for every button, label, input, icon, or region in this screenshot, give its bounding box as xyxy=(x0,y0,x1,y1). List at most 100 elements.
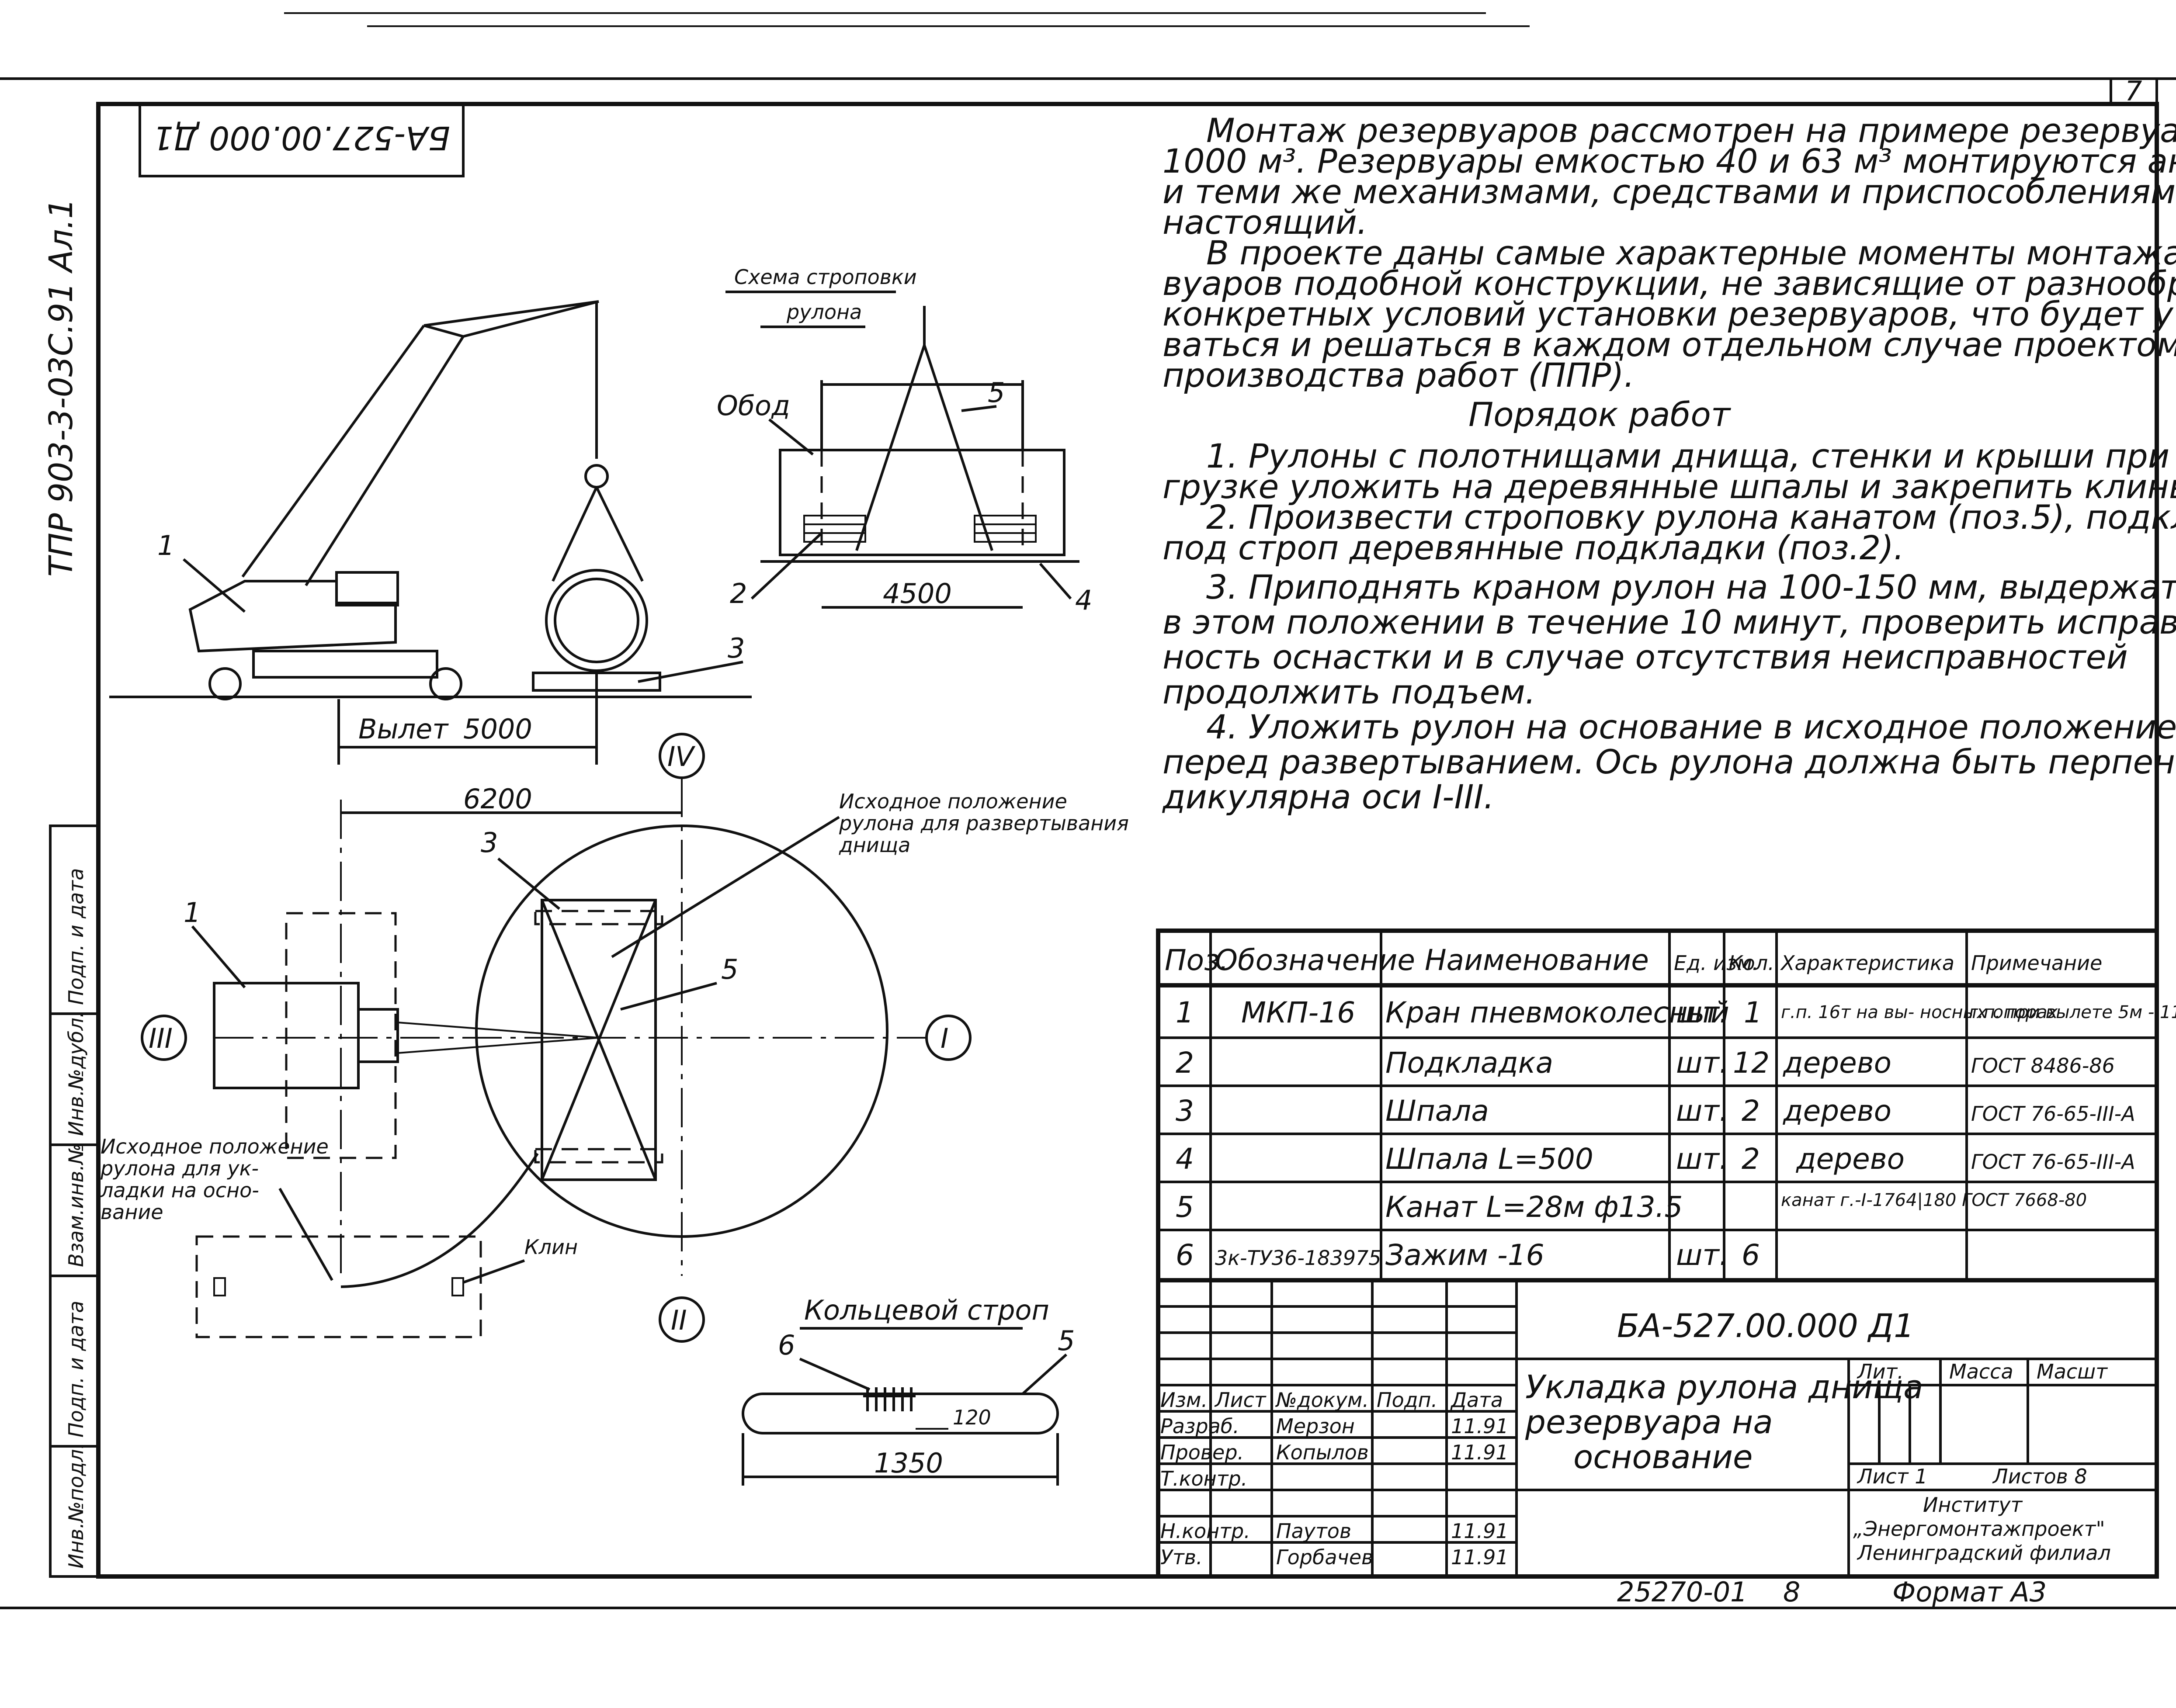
name-checker: Копылов xyxy=(1276,1441,1369,1464)
role-tech-control: Т.контр. xyxy=(1160,1467,1247,1490)
intro-line-8: производства работ (ППР). xyxy=(1163,356,1635,395)
roll-side xyxy=(545,569,648,672)
intro-line-5: вуаров подобной конструкции, не зависящи… xyxy=(1163,264,2176,303)
name-norm-control: Паутов xyxy=(1276,1519,1351,1543)
title-line-2: резервуара на xyxy=(1525,1403,1773,1441)
crane-boom-lower xyxy=(241,325,425,578)
axis-label-II: II xyxy=(671,1304,687,1336)
sling-label-5: 5 xyxy=(988,377,1005,409)
rotated-code-box: БА-527.00.000 Д1 xyxy=(139,103,465,177)
stamp-sign-date-2: Подп. и дата xyxy=(64,868,88,1005)
step-line-0: 1. Рулоны с полотнищами днища, стенки и … xyxy=(1206,437,2176,475)
roll-elevation xyxy=(779,449,1065,556)
lay-note-3: ладки на осно- xyxy=(100,1178,259,1202)
step-line-3: под строп деревянные подкладки (поз.2). xyxy=(1163,528,1904,567)
spec-r6-qty: 6 xyxy=(1742,1238,1760,1272)
footer-number: 25270-01 xyxy=(1617,1576,1748,1608)
spec-r6-name: Зажим -16 xyxy=(1385,1238,1544,1272)
crane-boom-upper xyxy=(305,336,465,586)
sheet-number-box: 7 xyxy=(2110,75,2158,107)
ring-clamps xyxy=(863,1387,916,1411)
step-line-5: в этом положении в течение 10 минут, про… xyxy=(1163,603,2176,641)
intro-line-0: Монтаж резервуаров рассмотрен на примере… xyxy=(1206,111,2176,150)
crane-cab xyxy=(335,571,399,606)
stamp-replace-inv: Взам.инв.№ xyxy=(64,1143,88,1267)
scale-label: Масшт xyxy=(2037,1360,2108,1383)
spec-r1-designation: МКП-16 xyxy=(1241,996,1355,1029)
col-sign: Подп. xyxy=(1377,1388,1437,1412)
plan-label-1: 1 xyxy=(184,897,201,928)
hook xyxy=(584,464,609,488)
axis-label-III: III xyxy=(149,1022,173,1054)
ring-dim-1350: 1350 xyxy=(874,1447,943,1479)
stamp-sign-date-1: Подп. и дата xyxy=(64,1301,88,1438)
rim-label: Обод xyxy=(717,390,790,422)
sheets-label: Листов 8 xyxy=(1992,1465,2087,1488)
crane-outriggers xyxy=(285,912,397,1159)
spec-r3-pos: 3 xyxy=(1176,1094,1194,1128)
lay-note-1: Исходное положение xyxy=(101,1135,329,1158)
role-developer: Разраб. xyxy=(1160,1414,1239,1438)
axis-label-IV: IV xyxy=(667,741,696,773)
step-line-6: ность оснастки и в случае отсутствия неи… xyxy=(1163,637,2128,676)
spec-r4-pos: 4 xyxy=(1176,1142,1194,1176)
spec-r3-name: Шпала xyxy=(1385,1094,1489,1128)
title-block: БА-527.00.000 Д1 Укладка рулона днища ре… xyxy=(1156,1278,2159,1579)
spec-r1-pos: 1 xyxy=(1176,996,1194,1029)
spec-r3-char: дерево xyxy=(1783,1094,1891,1128)
spec-header-designation: Обозначение xyxy=(1215,943,1415,977)
col-sheet: Лист xyxy=(1214,1388,1267,1412)
spec-r2-char: дерево xyxy=(1783,1046,1891,1080)
ring-sling: Кольцевой строп 6 5 120 1350 xyxy=(742,1294,1075,1486)
date-checker: 11.91 xyxy=(1451,1441,1509,1464)
spec-r1-unit: шт. xyxy=(1676,996,1728,1029)
spec-r2-name: Подкладка xyxy=(1385,1046,1553,1080)
sling-scheme: Схема строповки рулона 4500 Обод 5 2 4 xyxy=(717,265,1092,616)
spec-header-unit: Ед. изм. xyxy=(1674,951,1759,975)
sling-title-1: Схема строповки xyxy=(734,265,917,289)
crane-label-1: 1 xyxy=(157,530,174,561)
sling-width: 4500 xyxy=(883,578,952,610)
step-line-8: 4. Уложить рулон на основание в исходное… xyxy=(1206,707,2176,746)
col-change: Изм. xyxy=(1160,1388,1208,1412)
wedge-left xyxy=(213,1277,226,1296)
spec-header-char: Характеристика xyxy=(1780,951,1954,975)
intro-line-3: настоящий. xyxy=(1163,203,1367,242)
mass-label: Масса xyxy=(1949,1360,2013,1383)
step-line-10: дикулярна оси I-III. xyxy=(1162,777,1494,816)
spec-r1-note: г.п. при вылете 5м - 11,8 т высота подъе… xyxy=(1969,1002,2176,1022)
spec-r6-pos: 6 xyxy=(1176,1238,1194,1272)
spec-r6-unit: шт. xyxy=(1676,1238,1728,1272)
crane-wheel-right xyxy=(429,667,462,700)
step-line-2: 2. Произвести строповку рулона канатом (… xyxy=(1206,498,2176,537)
footer-format: Формат А3 xyxy=(1892,1576,2047,1608)
top-scan-lines xyxy=(0,12,2176,80)
plan-label-3: 3 xyxy=(481,827,498,859)
notes-block: Монтаж резервуаров рассмотрен на примере… xyxy=(1162,111,2176,816)
name-approved: Горбачев xyxy=(1276,1545,1373,1569)
album-code: ТПР 903-3-03С.91 Ал.1 xyxy=(42,198,80,577)
spec-header-pos: Поз. xyxy=(1165,943,1229,977)
footer-copy: 8 xyxy=(1783,1576,1800,1608)
spec-r3-note: ГОСТ 76-65-III-А xyxy=(1971,1102,2135,1126)
rotated-document-code: БА-527.00.000 Д1 xyxy=(153,119,450,156)
sheet-number: 7 xyxy=(2125,75,2142,107)
plan-dim-6200: 6200 xyxy=(463,783,532,815)
spec-r2-unit: шт. xyxy=(1676,1046,1728,1080)
sling-label-2: 2 xyxy=(730,578,747,610)
role-checker: Провер. xyxy=(1160,1441,1244,1464)
ring-label-5: 5 xyxy=(1058,1325,1075,1357)
date-approved: 11.91 xyxy=(1451,1545,1509,1569)
step-line-9: перед развертыванием. Ось рулона должна … xyxy=(1163,742,2176,781)
reach-label: Вылет xyxy=(358,713,449,745)
plan-view: I III IV II 1 3 5 6200 Исходное положени… xyxy=(100,733,1129,1343)
ring-dim-120: 120 xyxy=(953,1406,991,1429)
crane-body xyxy=(188,580,397,653)
crane-chassis xyxy=(252,650,438,679)
spec-r4-unit: шт. xyxy=(1676,1142,1728,1176)
date-developer: 11.91 xyxy=(1451,1414,1509,1438)
spec-r5-pos: 5 xyxy=(1176,1190,1194,1224)
spec-header-qty: Кол. xyxy=(1728,951,1774,975)
leader-1 xyxy=(183,558,246,613)
